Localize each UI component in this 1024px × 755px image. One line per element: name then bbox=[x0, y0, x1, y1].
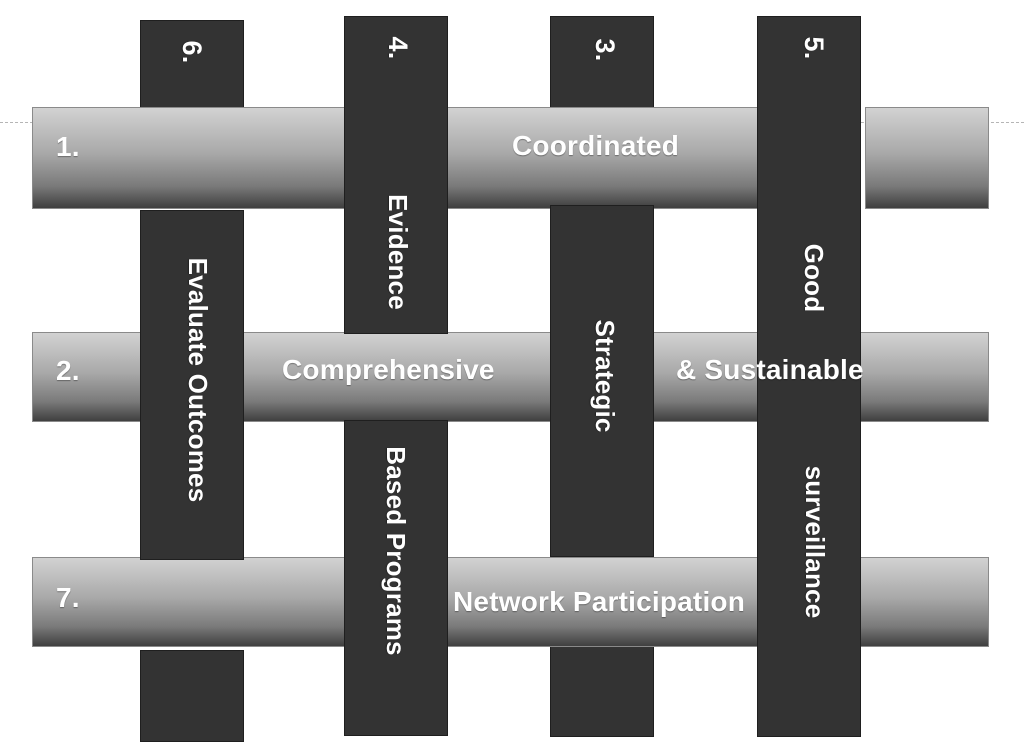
band-coordinated-label: Coordinated bbox=[512, 130, 680, 161]
column-surveillance-label-top: Good bbox=[799, 243, 829, 313]
band-coordinated-number: 1. bbox=[56, 131, 80, 162]
column-evaluate-top bbox=[140, 20, 244, 112]
band-coordinated-right bbox=[865, 107, 989, 209]
column-surveillance-label-bottom: surveillance bbox=[800, 465, 830, 619]
column-evidence-label-bottom: Based Programs bbox=[381, 446, 411, 656]
column-strategic-label: Strategic bbox=[590, 319, 620, 433]
column-evidence-top bbox=[344, 16, 448, 334]
column-strategic-top bbox=[550, 16, 654, 112]
band-comprehensive-label-right: & Sustainable bbox=[676, 354, 864, 385]
band-network-number: 7. bbox=[56, 582, 80, 613]
column-evaluate-middle bbox=[140, 210, 244, 560]
column-evidence-label-top: Evidence bbox=[383, 194, 413, 310]
column-strategic-middle bbox=[550, 205, 654, 557]
column-strategic-number: 3. bbox=[590, 38, 620, 62]
column-evaluate-label: Evaluate Outcomes bbox=[183, 257, 213, 503]
band-comprehensive-number: 2. bbox=[56, 355, 80, 386]
column-evaluate-bottom bbox=[140, 650, 244, 742]
column-evidence-number: 4. bbox=[383, 36, 413, 60]
band-comprehensive-label-left: Comprehensive bbox=[282, 354, 495, 385]
column-evidence-bottom bbox=[344, 420, 448, 736]
column-surveillance bbox=[757, 16, 861, 737]
column-evaluate-number: 6. bbox=[177, 40, 207, 64]
band-network-label: Network Participation bbox=[453, 586, 746, 617]
column-strategic-bottom bbox=[550, 645, 654, 737]
column-surveillance-number: 5. bbox=[799, 36, 829, 60]
